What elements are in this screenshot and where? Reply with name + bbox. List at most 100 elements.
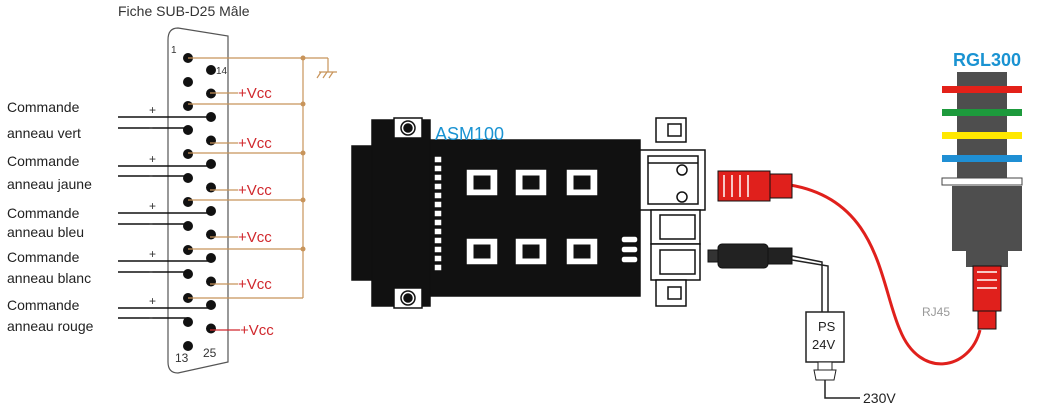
dc-plug-body (717, 243, 769, 269)
dc-power-plug (707, 243, 829, 312)
pin-dot (206, 135, 216, 146)
tower-base (952, 186, 1022, 251)
tower-color-ring (941, 177, 1023, 186)
power-jack-inner (659, 214, 696, 240)
dc-cable (791, 255, 823, 312)
module-db25-plug (351, 145, 373, 281)
rj45-jack (647, 155, 699, 205)
pin-dot (183, 245, 193, 255)
vcc-label: +Vcc (240, 322, 274, 339)
power-jack-inner (659, 249, 696, 275)
plus-sign: + (149, 294, 156, 308)
command-label: Commande (7, 99, 80, 115)
tower-label: RGL300 (953, 50, 1021, 70)
ground-symbol-hatch-1 (316, 71, 322, 79)
tower-color-ring (942, 109, 1022, 116)
pin-dot (183, 101, 193, 111)
pin-dot (206, 182, 216, 193)
junction-dot (300, 101, 306, 107)
psu-plug (813, 369, 837, 381)
ground-symbol-hatch-3 (328, 71, 334, 79)
psu-label-line1: PS (818, 319, 836, 334)
vcc-label: +Vcc (238, 276, 272, 293)
pin-number-14: 14 (216, 66, 228, 77)
relay-mark (472, 174, 492, 191)
relay-marks-top (472, 174, 592, 191)
tower-rings (941, 86, 1023, 186)
inductor-coil (620, 235, 639, 244)
tower-color-ring (942, 86, 1022, 93)
strip-pin (433, 254, 443, 263)
pin-number-25: 25 (203, 346, 217, 360)
tower-rj45-boot (977, 310, 997, 330)
inductor-coil (620, 245, 639, 254)
module-label: ASM100 (435, 124, 504, 144)
plus-sign: + (149, 247, 156, 261)
minus-sign: - (149, 120, 153, 134)
tower-color-ring (942, 155, 1022, 162)
vcc-label: +Vcc (238, 229, 272, 246)
tab-hole (667, 123, 682, 137)
vcc-label: +Vcc (238, 182, 272, 199)
minus-sign: - (149, 216, 153, 230)
psu-label-line2: 24V (812, 337, 835, 352)
minus-sign: - (149, 264, 153, 278)
minus-sign: - (149, 310, 153, 324)
command-label: Commande (7, 205, 80, 221)
pin-dot (206, 276, 216, 287)
command-label: anneau rouge (7, 318, 94, 334)
junction-dot (300, 246, 306, 252)
screw-icon (676, 191, 688, 203)
strip-pin (433, 263, 443, 272)
command-label: Commande (7, 153, 80, 169)
relay-mark (521, 174, 541, 191)
rj45-label: RJ45 (922, 305, 950, 319)
rj45-plug-body (717, 170, 771, 202)
pin-dot (206, 112, 216, 122)
junction-dot (300, 197, 306, 203)
rgl300-tower (941, 72, 1023, 330)
junction-dot (300, 55, 306, 61)
strip-pin (433, 227, 443, 236)
relay-mark (521, 243, 541, 260)
strip-pin (433, 245, 443, 254)
pin-dot (206, 229, 216, 240)
inductor (620, 235, 639, 264)
command-label: Commande (7, 249, 80, 265)
tower-neck (966, 251, 1008, 267)
ethernet-cable (789, 183, 982, 366)
strip-pin (433, 209, 443, 218)
vcc-labels: +Vcc +Vcc +Vcc +Vcc +Vcc +Vcc (210, 85, 274, 339)
psu-box (805, 311, 845, 363)
strip-pin (433, 164, 443, 173)
mains-label: 230V (863, 390, 896, 406)
connector-title: Fiche SUB-D25 Mâle (118, 3, 250, 19)
pin-dot (206, 323, 216, 334)
pin-number-13: 13 (175, 351, 189, 365)
pin-dot (183, 221, 193, 231)
pin-dot (183, 317, 193, 327)
command-label: anneau bleu (7, 224, 84, 240)
screw-icon (676, 164, 688, 176)
pin-number-1: 1 (171, 45, 177, 56)
command-label: anneau jaune (7, 176, 92, 192)
tower-color-ring (942, 132, 1022, 139)
strip-pin (433, 155, 443, 164)
pin-dot (183, 77, 193, 87)
command-wires (118, 116, 210, 319)
screw-center (403, 293, 413, 303)
strip-pin (433, 200, 443, 209)
vcc-label: +Vcc (238, 85, 272, 102)
dc-plug-tip (707, 249, 719, 263)
command-inputs: + - + - + - + - + - Commande anneau vert… (7, 99, 210, 334)
pin-dot (183, 197, 193, 207)
pin-dot (183, 269, 193, 279)
relay-mark (572, 243, 592, 260)
bus-wiring (188, 57, 337, 299)
pin-dot (183, 125, 193, 135)
strip-pin (433, 182, 443, 191)
pin-dot (206, 206, 216, 216)
plus-sign: + (149, 152, 156, 166)
module-board (429, 139, 641, 297)
